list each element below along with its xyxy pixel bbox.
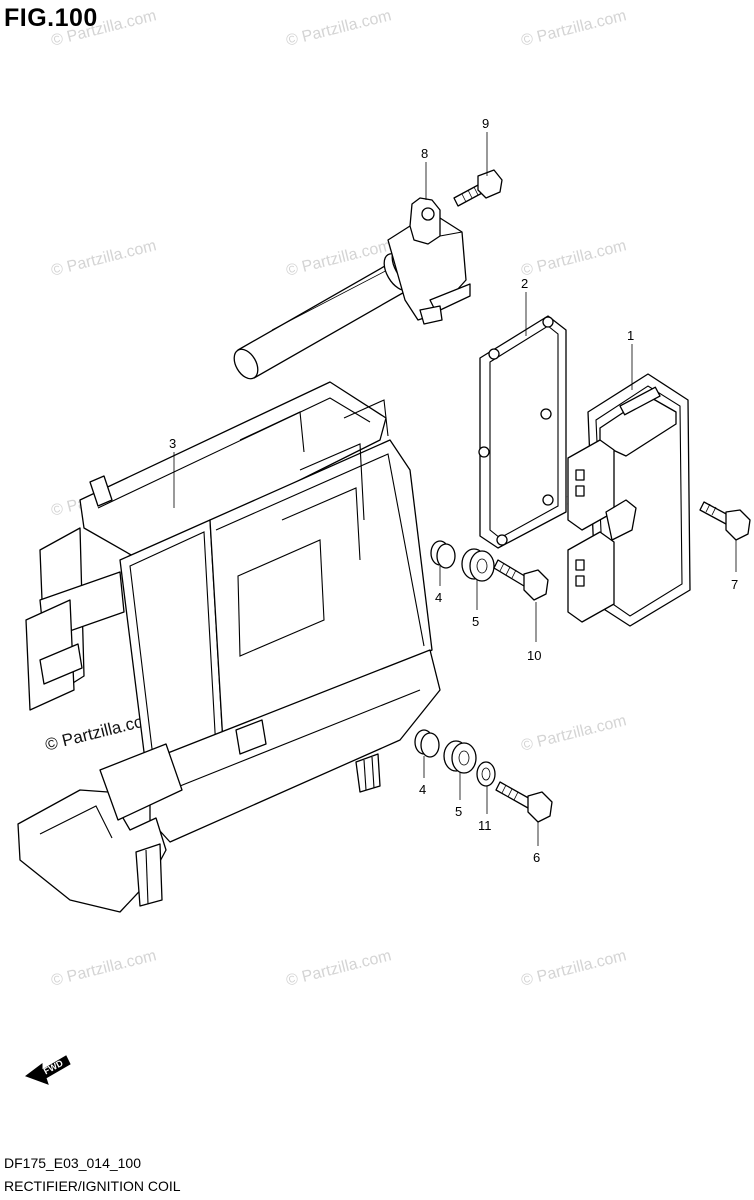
grommet-5-lower — [443, 740, 477, 774]
bolt-9 — [453, 169, 503, 207]
callout-7: 7 — [731, 577, 738, 592]
figure-name: RECTIFIER/IGNITION COIL — [4, 1178, 181, 1194]
collar-4-lower — [414, 729, 440, 758]
callout-9: 9 — [482, 116, 489, 131]
callout-8: 8 — [421, 146, 428, 161]
bolt-6 — [495, 781, 553, 823]
callout-10: 10 — [527, 648, 541, 663]
washer-11 — [476, 761, 496, 787]
callout-4-upper: 4 — [435, 590, 442, 605]
bolt-10 — [493, 559, 549, 601]
callout-1: 1 — [627, 328, 634, 343]
collar-4-upper — [430, 540, 456, 569]
callout-4-lower: 4 — [419, 782, 426, 797]
bolt-7 — [699, 501, 751, 541]
fwd-arrow-icon: FWD — [24, 1055, 71, 1085]
rectifier — [567, 373, 691, 627]
bracket — [17, 381, 441, 913]
leader-lines — [173, 132, 737, 846]
callout-5-lower: 5 — [455, 804, 462, 819]
callout-11: 11 — [478, 818, 492, 833]
ignition-coil — [233, 197, 471, 380]
figure-title: FIG.100 — [4, 4, 98, 32]
callout-2: 2 — [521, 276, 528, 291]
figure-code: DF175_E03_014_100 — [4, 1155, 142, 1171]
callout-3: 3 — [169, 436, 176, 451]
callouts: 1 2 3 4 5 7 8 9 10 4 5 11 6 — [169, 116, 738, 865]
gasket — [478, 315, 567, 549]
callout-6: 6 — [533, 850, 540, 865]
callout-5-upper: 5 — [472, 614, 479, 629]
grommet-5-upper — [461, 548, 495, 582]
